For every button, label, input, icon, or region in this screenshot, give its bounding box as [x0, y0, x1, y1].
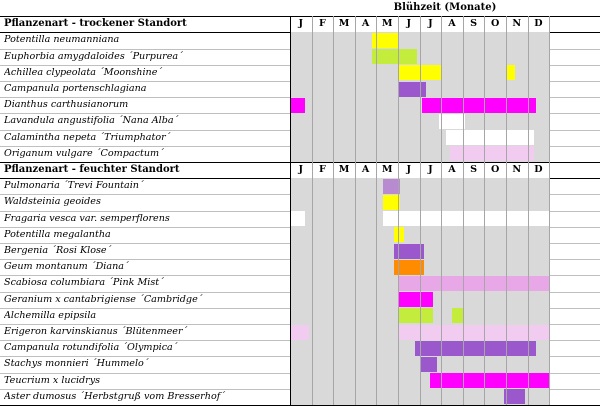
plant-name: Geum montanum ´Diana´ — [4, 261, 129, 273]
month-divider — [311, 16, 313, 405]
month-label: A — [448, 164, 456, 175]
bloom-bar — [439, 113, 465, 130]
bloom-bar — [415, 340, 537, 356]
bloom-bar — [398, 81, 427, 97]
month-divider — [527, 16, 529, 405]
bloom-bar — [290, 211, 306, 227]
month-divider — [462, 16, 464, 405]
plant-name: Campanula portenschlagiana — [4, 83, 147, 94]
month-divider — [398, 16, 399, 405]
bloom-bar — [393, 259, 424, 275]
plant-name: Waldsteinia geoides — [4, 196, 101, 208]
month-label: J — [428, 18, 433, 30]
plant-name: Potentilla neumanniana — [4, 34, 120, 46]
month-label: M — [381, 164, 393, 175]
bloom-bar — [398, 292, 433, 308]
month-label: A — [361, 18, 370, 30]
month-divider — [506, 16, 507, 405]
month-label: O — [491, 164, 500, 175]
bloom-bar — [382, 194, 401, 211]
month-label: S — [470, 164, 478, 175]
plant-name: Pulmonaria ´Trevi Fountain´ — [4, 180, 144, 192]
bloom-bar — [393, 243, 424, 259]
month-divider — [354, 16, 356, 405]
bloom-bar — [506, 65, 515, 81]
plant-name: Geranium x cantabrigiense ´Cambridge´ — [4, 293, 203, 305]
month-divider — [290, 16, 291, 405]
month-divider — [549, 16, 551, 405]
bloom-bar — [290, 97, 306, 113]
bloom-bar — [398, 275, 550, 292]
bloom-bar — [449, 146, 535, 162]
section-divider — [0, 15, 600, 17]
section-divider — [0, 161, 600, 163]
month-label: A — [448, 18, 456, 30]
month-divider — [376, 16, 378, 405]
bloom-bar — [393, 227, 405, 243]
bloom-bar — [503, 389, 526, 405]
month-label: J — [406, 164, 412, 175]
month-label: O — [491, 18, 500, 30]
plant-name: Euphorbia amygdaloides ´Purpurea´ — [4, 50, 183, 62]
bloom-bar — [290, 324, 310, 340]
month-label: J — [406, 18, 412, 30]
bloom-bar — [372, 32, 398, 49]
month-divider — [333, 16, 335, 405]
plant-name: Origanum vulgare ´Compactum´ — [4, 147, 164, 159]
month-divider — [484, 16, 486, 405]
plant-name: Potentilla megalantha — [4, 228, 111, 240]
month-label: D — [534, 18, 543, 30]
month-label: M — [338, 164, 350, 175]
bloom-bar — [452, 308, 463, 324]
month-label: D — [534, 164, 543, 175]
section-title: Pflanzenart - trockener Standort — [4, 18, 187, 30]
row-rule — [0, 162, 600, 163]
month-label: F — [318, 164, 326, 175]
plant-name: Bergenia ´Rosi Klose´ — [4, 245, 112, 256]
plant-name: Alchemilla epipsila — [4, 309, 97, 321]
month-label: N — [512, 18, 522, 30]
bloom-bar — [372, 49, 418, 65]
plant-name: Stachys monnieri ´Hummelo´ — [4, 358, 149, 370]
bloom-bar — [398, 324, 550, 340]
month-label: M — [381, 18, 393, 30]
section-title: Pflanzenart - feuchter Standort — [4, 164, 180, 175]
bloom-bar — [421, 97, 537, 113]
bloom-bar — [382, 211, 550, 227]
month-label: N — [512, 164, 522, 175]
bloom-time-header: Blühzeit (Monate) — [393, 2, 497, 13]
bloom-bar — [419, 356, 437, 373]
month-label: J — [428, 164, 433, 175]
month-divider — [419, 16, 421, 405]
plant-name: Fragaria vesca var. semperflorens — [4, 212, 170, 224]
bloom-bar — [398, 308, 433, 324]
plant-name: Erigeron karvinskianus ´Blütenmeer´ — [4, 326, 188, 337]
month-label: F — [318, 18, 326, 30]
month-label: A — [361, 164, 370, 175]
plant-name: Campanula rotundifolia ´Olympica´ — [4, 342, 178, 354]
month-label: S — [470, 18, 478, 30]
month-label: M — [338, 18, 350, 30]
month-label: J — [298, 164, 304, 175]
plant-name: Aster dumosus ´Herbstgruß vom Bresserhof… — [4, 390, 226, 402]
bloom-bar — [445, 130, 535, 146]
plant-name: Scabiosa columbiara ´Pink Mist´ — [4, 277, 164, 289]
plant-name: Calamintha nepeta ´Triumphator´ — [4, 131, 171, 143]
bloom-bar — [382, 178, 401, 194]
bloom-bar — [430, 373, 550, 389]
month-divider — [441, 16, 443, 405]
plant-name: Teucrium x lucidrys — [4, 374, 101, 386]
plant-name: Dianthus carthusianorum — [4, 99, 129, 111]
month-label: J — [298, 18, 304, 30]
plant-name: Lavandula angustifolia ´Nana Alba´ — [4, 115, 179, 127]
plant-name: Achillea clypeolata ´Moonshine´ — [4, 66, 163, 78]
